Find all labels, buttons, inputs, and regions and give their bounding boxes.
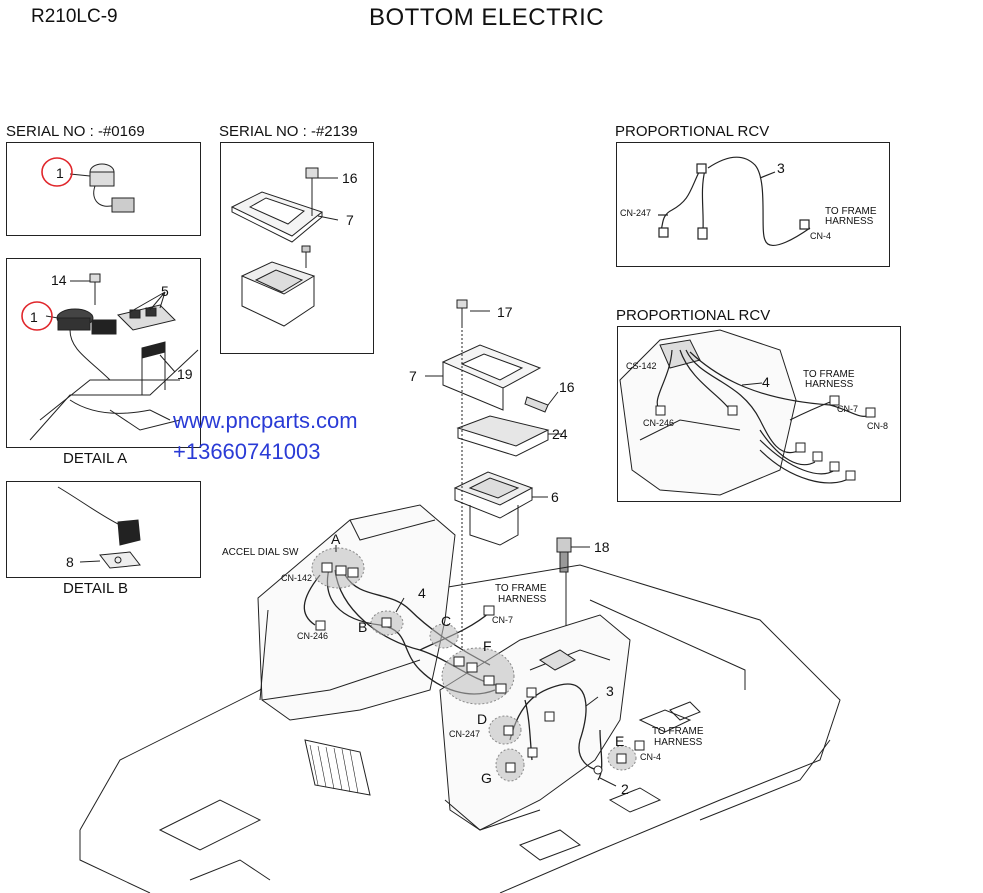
part-4-label-rcv: 4 [762, 374, 770, 390]
cn-7-label-rcv: CN-7 [837, 404, 859, 414]
callout-f: F [483, 638, 492, 654]
model-number: R210LC-9 [31, 6, 118, 27]
harness-label-2: HARNESS [654, 737, 703, 748]
part-7-label-serial: 7 [346, 212, 354, 228]
part-7-label: 7 [409, 368, 417, 384]
part-3-label-rcv: 3 [777, 160, 785, 176]
harness-label-1: HARNESS [498, 594, 547, 605]
to-frame-label-rcv-top: TO FRAME [825, 206, 877, 217]
detail-a-label: DETAIL A [63, 450, 128, 467]
watermark-phone: +13660741003 [173, 439, 321, 464]
to-frame-label-1: TO FRAME [495, 583, 547, 594]
cn-246-label-rcv: CN-246 [643, 418, 675, 428]
cn-4-label-rcv: CN-4 [810, 231, 832, 241]
cn-246-label: CN-246 [297, 631, 329, 641]
to-frame-label-2: TO FRAME [652, 726, 704, 737]
cn-7-label: CN-7 [492, 615, 514, 625]
part-5-label: 5 [161, 283, 169, 299]
accel-dial-switch-0169 [69, 163, 135, 213]
serial-2139-label: SERIAL NO : -#2139 [219, 123, 358, 140]
cn-4-label: CN-4 [640, 752, 662, 762]
detail-b-label: DETAIL B [63, 580, 129, 597]
part-2-label: 2 [621, 781, 629, 797]
rcv-bottom-label: PROPORTIONAL RCV [616, 307, 771, 324]
center-console-stack [425, 299, 590, 740]
callout-g: G [481, 770, 492, 786]
rcv-bottom-harness [619, 329, 876, 496]
harness-label-rcv-top: HARNESS [825, 216, 874, 227]
watermark-url: www.pncparts.com [173, 408, 358, 433]
callout-c: C [441, 613, 452, 629]
part-17-label: 17 [497, 304, 513, 320]
to-frame-label-rcv-bottom: TO FRAME [803, 369, 855, 380]
harness-label-rcv-bottom: HARNESS [805, 379, 854, 390]
detail-a-drawing [29, 273, 199, 441]
cab-frame [79, 504, 841, 893]
detail-a-box [6, 258, 201, 448]
detail-b-box [6, 481, 201, 578]
part-19-label: 19 [177, 366, 193, 382]
bracket-2139 [230, 167, 339, 327]
page-title: BOTTOM ELECTRIC [369, 4, 605, 31]
part-16-label-serial: 16 [342, 170, 358, 186]
cs-142-label: CS-142 [626, 361, 657, 371]
connectors [315, 562, 645, 775]
part-16-label: 16 [559, 379, 575, 395]
cn-247-label-rcv: CN-247 [620, 208, 652, 218]
callout-d: D [477, 711, 488, 727]
cn-142-label: CN-142 [281, 573, 313, 583]
callout-b: B [358, 619, 368, 635]
callout-a: A [331, 531, 341, 547]
accel-dial-label: ACCEL DIAL SW [222, 547, 299, 558]
callout-e: E [615, 733, 625, 749]
part-18-label: 18 [594, 539, 610, 555]
part-3-label: 3 [606, 683, 614, 699]
cn-247-label: CN-247 [449, 729, 481, 739]
rcv-top-harness [658, 156, 811, 246]
cn-8-label-rcv: CN-8 [867, 421, 889, 431]
part-1-highlights [21, 157, 73, 331]
part-14-label: 14 [51, 272, 67, 288]
part-24-label: 24 [552, 426, 568, 442]
detail-b-drawing [57, 486, 141, 569]
rcv-top-label: PROPORTIONAL RCV [615, 123, 770, 140]
part-1-label-detail-a: 1 [30, 309, 38, 325]
part-4-label: 4 [418, 585, 426, 601]
part-8-label: 8 [66, 554, 74, 570]
part-6-label: 6 [551, 489, 559, 505]
serial-2139-box [220, 142, 374, 354]
serial-0169-box [6, 142, 201, 236]
part-1-label-serial: 1 [56, 165, 64, 181]
serial-0169-label: SERIAL NO : -#0169 [6, 123, 145, 140]
